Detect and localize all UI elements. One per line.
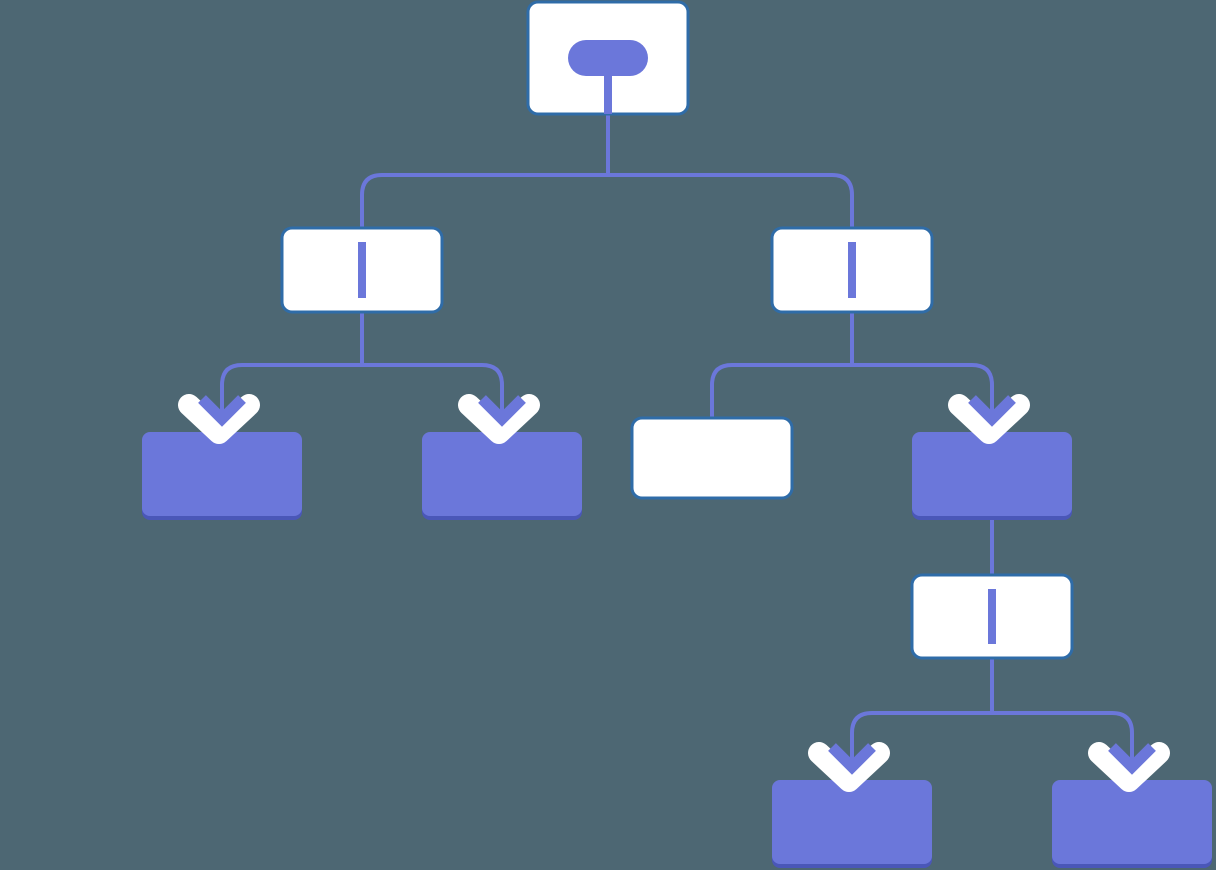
edge-level2left-to-leaf-b (362, 363, 504, 432)
level3-leaf-a[interactable] (142, 432, 302, 520)
edge-level4-to-leaf-a (850, 711, 992, 780)
edge-level4-to-leaf-b (992, 711, 1134, 780)
edge-root-to-level2-right (608, 173, 854, 312)
level5-leaf-b-box[interactable] (1052, 780, 1212, 864)
level3-branch-node-box[interactable] (912, 432, 1072, 516)
level3-white-node-box[interactable] (630, 416, 794, 500)
root-node-stem-icon (604, 70, 612, 114)
level3-leaf-b[interactable] (422, 432, 582, 520)
level2-right-node-stem-icon (848, 242, 856, 298)
level2-left-node[interactable] (280, 226, 444, 314)
level3-leaf-a-box[interactable] (142, 432, 302, 516)
level4-white-node[interactable] (910, 573, 1074, 660)
root-node[interactable] (526, 0, 690, 116)
level5-leaf-b[interactable] (1052, 780, 1212, 868)
level5-leaf-a-box[interactable] (772, 780, 932, 864)
edge-root-to-level2-left (360, 173, 608, 312)
level2-left-node-stem-icon (358, 242, 366, 298)
edge-level2left-to-leaf-a (220, 363, 362, 432)
level4-white-node-stem-icon (988, 589, 996, 644)
level2-right-node[interactable] (770, 226, 934, 314)
edge-level2right-to-white (710, 363, 852, 418)
level3-white-node[interactable] (630, 416, 794, 500)
root-node-pill-icon (568, 40, 648, 76)
level5-leaf-a[interactable] (772, 780, 932, 868)
level3-branch-node[interactable] (912, 432, 1072, 520)
edge-level2right-to-branch (852, 363, 994, 432)
level3-leaf-b-box[interactable] (422, 432, 582, 516)
